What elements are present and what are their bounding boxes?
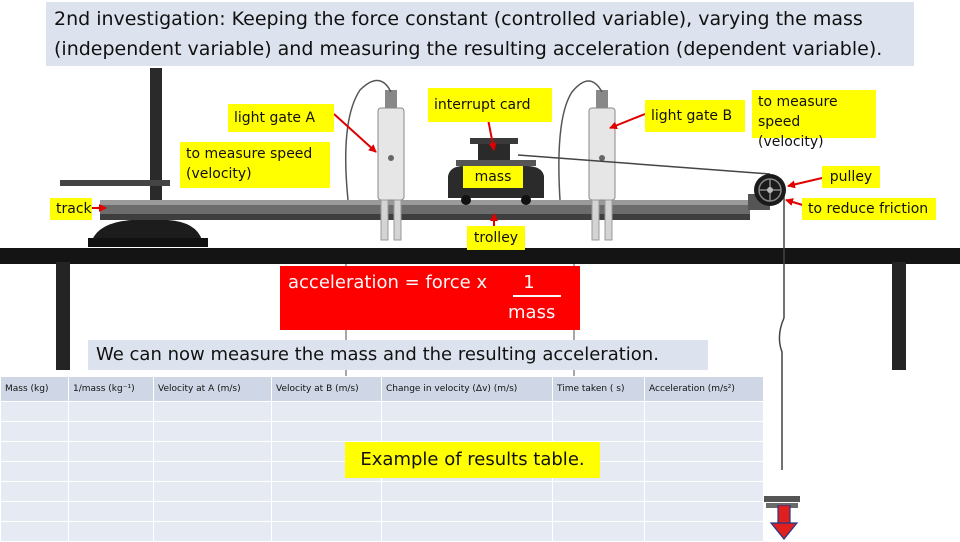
equation-lhs: acceleration = force x <box>288 272 488 293</box>
table-cell <box>68 421 154 442</box>
table-cell <box>271 421 382 442</box>
table-cell <box>644 461 764 482</box>
table-cell <box>552 421 645 442</box>
fraction-bar <box>513 295 561 297</box>
table-cell <box>381 521 553 542</box>
header-change-velocity: Change in velocity (Δv) (m/s) <box>381 376 553 402</box>
table-cell <box>644 501 764 522</box>
table-cell <box>271 481 382 502</box>
header-time-taken: Time taken ( s) <box>552 376 645 402</box>
label-speed-b: to measure speed (velocity) <box>752 90 876 150</box>
table-cell <box>381 501 553 522</box>
retort-stand <box>60 68 208 247</box>
table-cell <box>68 401 154 422</box>
results-table: Mass (kg) 1/mass (kg⁻¹) Velocity at A (m… <box>0 376 764 542</box>
table-cell <box>381 421 553 442</box>
table-cell <box>0 461 69 482</box>
gate-cables <box>344 79 603 201</box>
table-cell <box>68 461 154 482</box>
table-cell <box>0 441 69 462</box>
string <box>517 154 785 470</box>
table-row <box>0 421 764 442</box>
header-velocity-a: Velocity at A (m/s) <box>153 376 272 402</box>
header-acceleration: Acceleration (m/s²) <box>644 376 764 402</box>
weight-arrow-icon <box>769 505 799 540</box>
table-cell <box>381 481 553 502</box>
table-cell <box>0 401 69 422</box>
table-cell <box>68 521 154 542</box>
table-cell <box>68 501 154 522</box>
equation-denominator: mass <box>508 302 556 323</box>
light-gate-a <box>377 90 405 241</box>
table-cell <box>552 481 645 502</box>
table-cell <box>153 401 272 422</box>
table-cell <box>644 521 764 542</box>
table-cell <box>153 501 272 522</box>
label-friction: to reduce friction <box>802 198 936 220</box>
pulley <box>748 174 786 210</box>
table-cell <box>153 481 272 502</box>
table-cell <box>0 501 69 522</box>
label-interrupt-card: interrupt card <box>428 88 552 122</box>
table-cell <box>644 421 764 442</box>
table-body <box>0 401 764 542</box>
table-cell <box>0 421 69 442</box>
measurement-statement: We can now measure the mass and the resu… <box>88 340 708 370</box>
table-cell <box>153 421 272 442</box>
label-mass: mass <box>463 166 523 188</box>
table-row <box>0 481 764 502</box>
table-cell <box>271 401 382 422</box>
light-gate-b <box>588 90 616 241</box>
table-cell <box>0 521 69 542</box>
table-cell <box>381 401 553 422</box>
table-header-row: Mass (kg) 1/mass (kg⁻¹) Velocity at A (m… <box>0 376 764 402</box>
table-cell <box>0 481 69 502</box>
label-light-gate-b: light gate B <box>645 100 745 132</box>
table-row <box>0 401 764 422</box>
investigation-title: 2nd investigation: Keeping the force con… <box>46 2 914 66</box>
header-mass: Mass (kg) <box>0 376 69 402</box>
pointer-arrows <box>92 113 823 226</box>
table-cell <box>644 401 764 422</box>
label-pulley: pulley <box>822 166 880 188</box>
header-velocity-b: Velocity at B (m/s) <box>271 376 382 402</box>
table-cell <box>271 521 382 542</box>
table-cell <box>153 461 272 482</box>
track <box>100 200 750 220</box>
table-cell <box>552 521 645 542</box>
table-row <box>0 521 764 542</box>
table-cell <box>644 481 764 502</box>
table-cell <box>153 441 272 462</box>
acceleration-equation: acceleration = force x 1 mass <box>280 266 580 330</box>
label-trolley: trolley <box>467 226 525 250</box>
table-cell <box>552 401 645 422</box>
example-table-label: Example of results table. <box>345 442 600 478</box>
table-cell <box>68 441 154 462</box>
table-cell <box>552 501 645 522</box>
table-cell <box>68 481 154 502</box>
equation-numerator: 1 <box>523 272 535 293</box>
table-cell <box>644 441 764 462</box>
label-light-gate-a: light gate A <box>228 104 334 132</box>
table-cell <box>153 521 272 542</box>
header-inverse-mass: 1/mass (kg⁻¹) <box>68 376 154 402</box>
label-track: track <box>50 198 92 220</box>
label-speed-a: to measure speed (velocity) <box>180 142 330 188</box>
table-cell <box>271 501 382 522</box>
table-row <box>0 501 764 522</box>
